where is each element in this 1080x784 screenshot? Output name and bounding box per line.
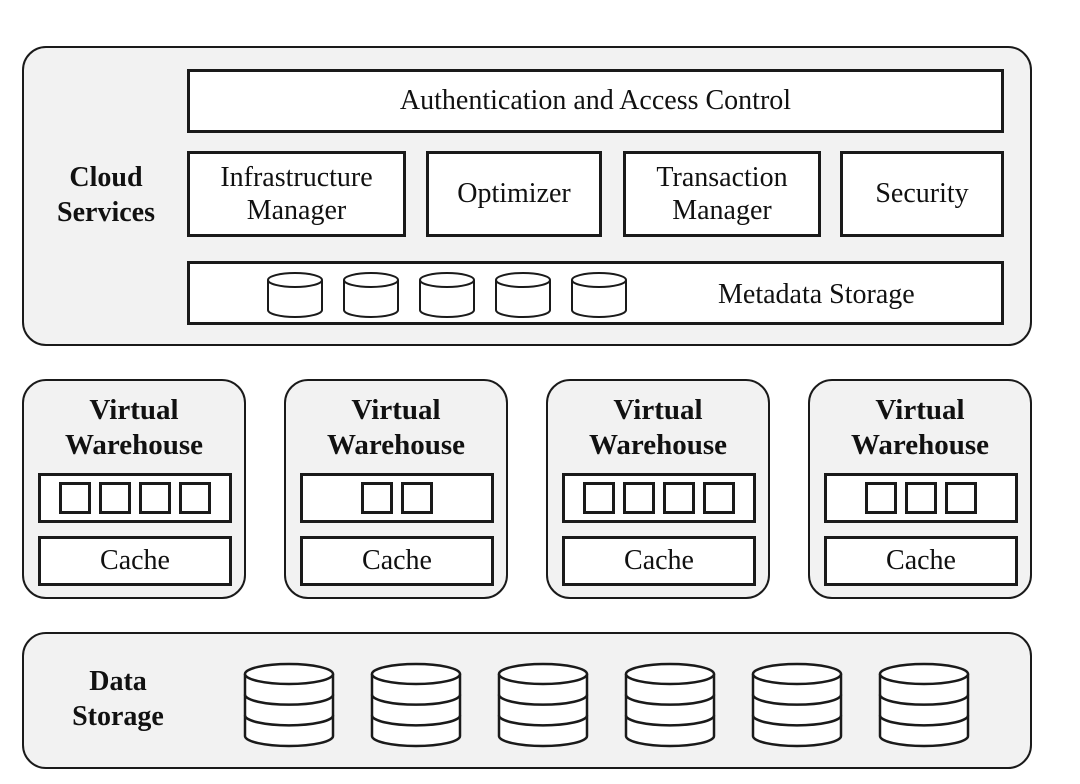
compute-node <box>139 482 171 514</box>
cloud-services-label: Cloud Services <box>57 162 155 228</box>
data-storage-panel: Data Storage <box>22 632 1032 769</box>
data-disk-icon <box>243 662 335 748</box>
optimizer-box: Optimizer <box>426 151 602 237</box>
data-storage-label: Data Storage <box>72 666 164 732</box>
metadata-disks <box>267 272 627 318</box>
compute-node <box>865 482 897 514</box>
compute-node <box>361 482 393 514</box>
metadata-disk-icon <box>495 272 551 318</box>
compute-node <box>99 482 131 514</box>
cache-box: Cache <box>824 536 1018 586</box>
data-disk-icon <box>370 662 462 748</box>
cache-box: Cache <box>300 536 494 586</box>
compute-node <box>945 482 977 514</box>
compute-nodes-row <box>38 473 232 523</box>
cache-box: Cache <box>562 536 756 586</box>
auth-access-control-box: Authentication and Access Control <box>187 69 1004 133</box>
compute-nodes-row <box>824 473 1018 523</box>
compute-node <box>623 482 655 514</box>
compute-node <box>663 482 695 514</box>
metadata-disk-icon <box>267 272 323 318</box>
compute-nodes-row <box>562 473 756 523</box>
cloud-services-panel: Cloud Services Authentication and Access… <box>22 46 1032 346</box>
metadata-storage-label: Metadata Storage <box>718 279 915 310</box>
cache-box: Cache <box>38 536 232 586</box>
compute-node <box>401 482 433 514</box>
compute-node <box>703 482 735 514</box>
data-disk-icon <box>751 662 843 748</box>
metadata-storage-box: Metadata Storage <box>187 261 1004 325</box>
infrastructure-manager-box: Infrastructure Manager <box>187 151 406 237</box>
security-box: Security <box>840 151 1004 237</box>
data-disk-icon <box>624 662 716 748</box>
data-disk-icon <box>497 662 589 748</box>
data-disk-icon <box>878 662 970 748</box>
compute-node <box>179 482 211 514</box>
transaction-manager-box: Transaction Manager <box>623 151 821 237</box>
compute-node <box>59 482 91 514</box>
compute-nodes-row <box>300 473 494 523</box>
compute-node <box>583 482 615 514</box>
compute-node <box>905 482 937 514</box>
metadata-disk-icon <box>343 272 399 318</box>
data-storage-disks <box>243 662 970 748</box>
metadata-disk-icon <box>571 272 627 318</box>
metadata-disk-icon <box>419 272 475 318</box>
